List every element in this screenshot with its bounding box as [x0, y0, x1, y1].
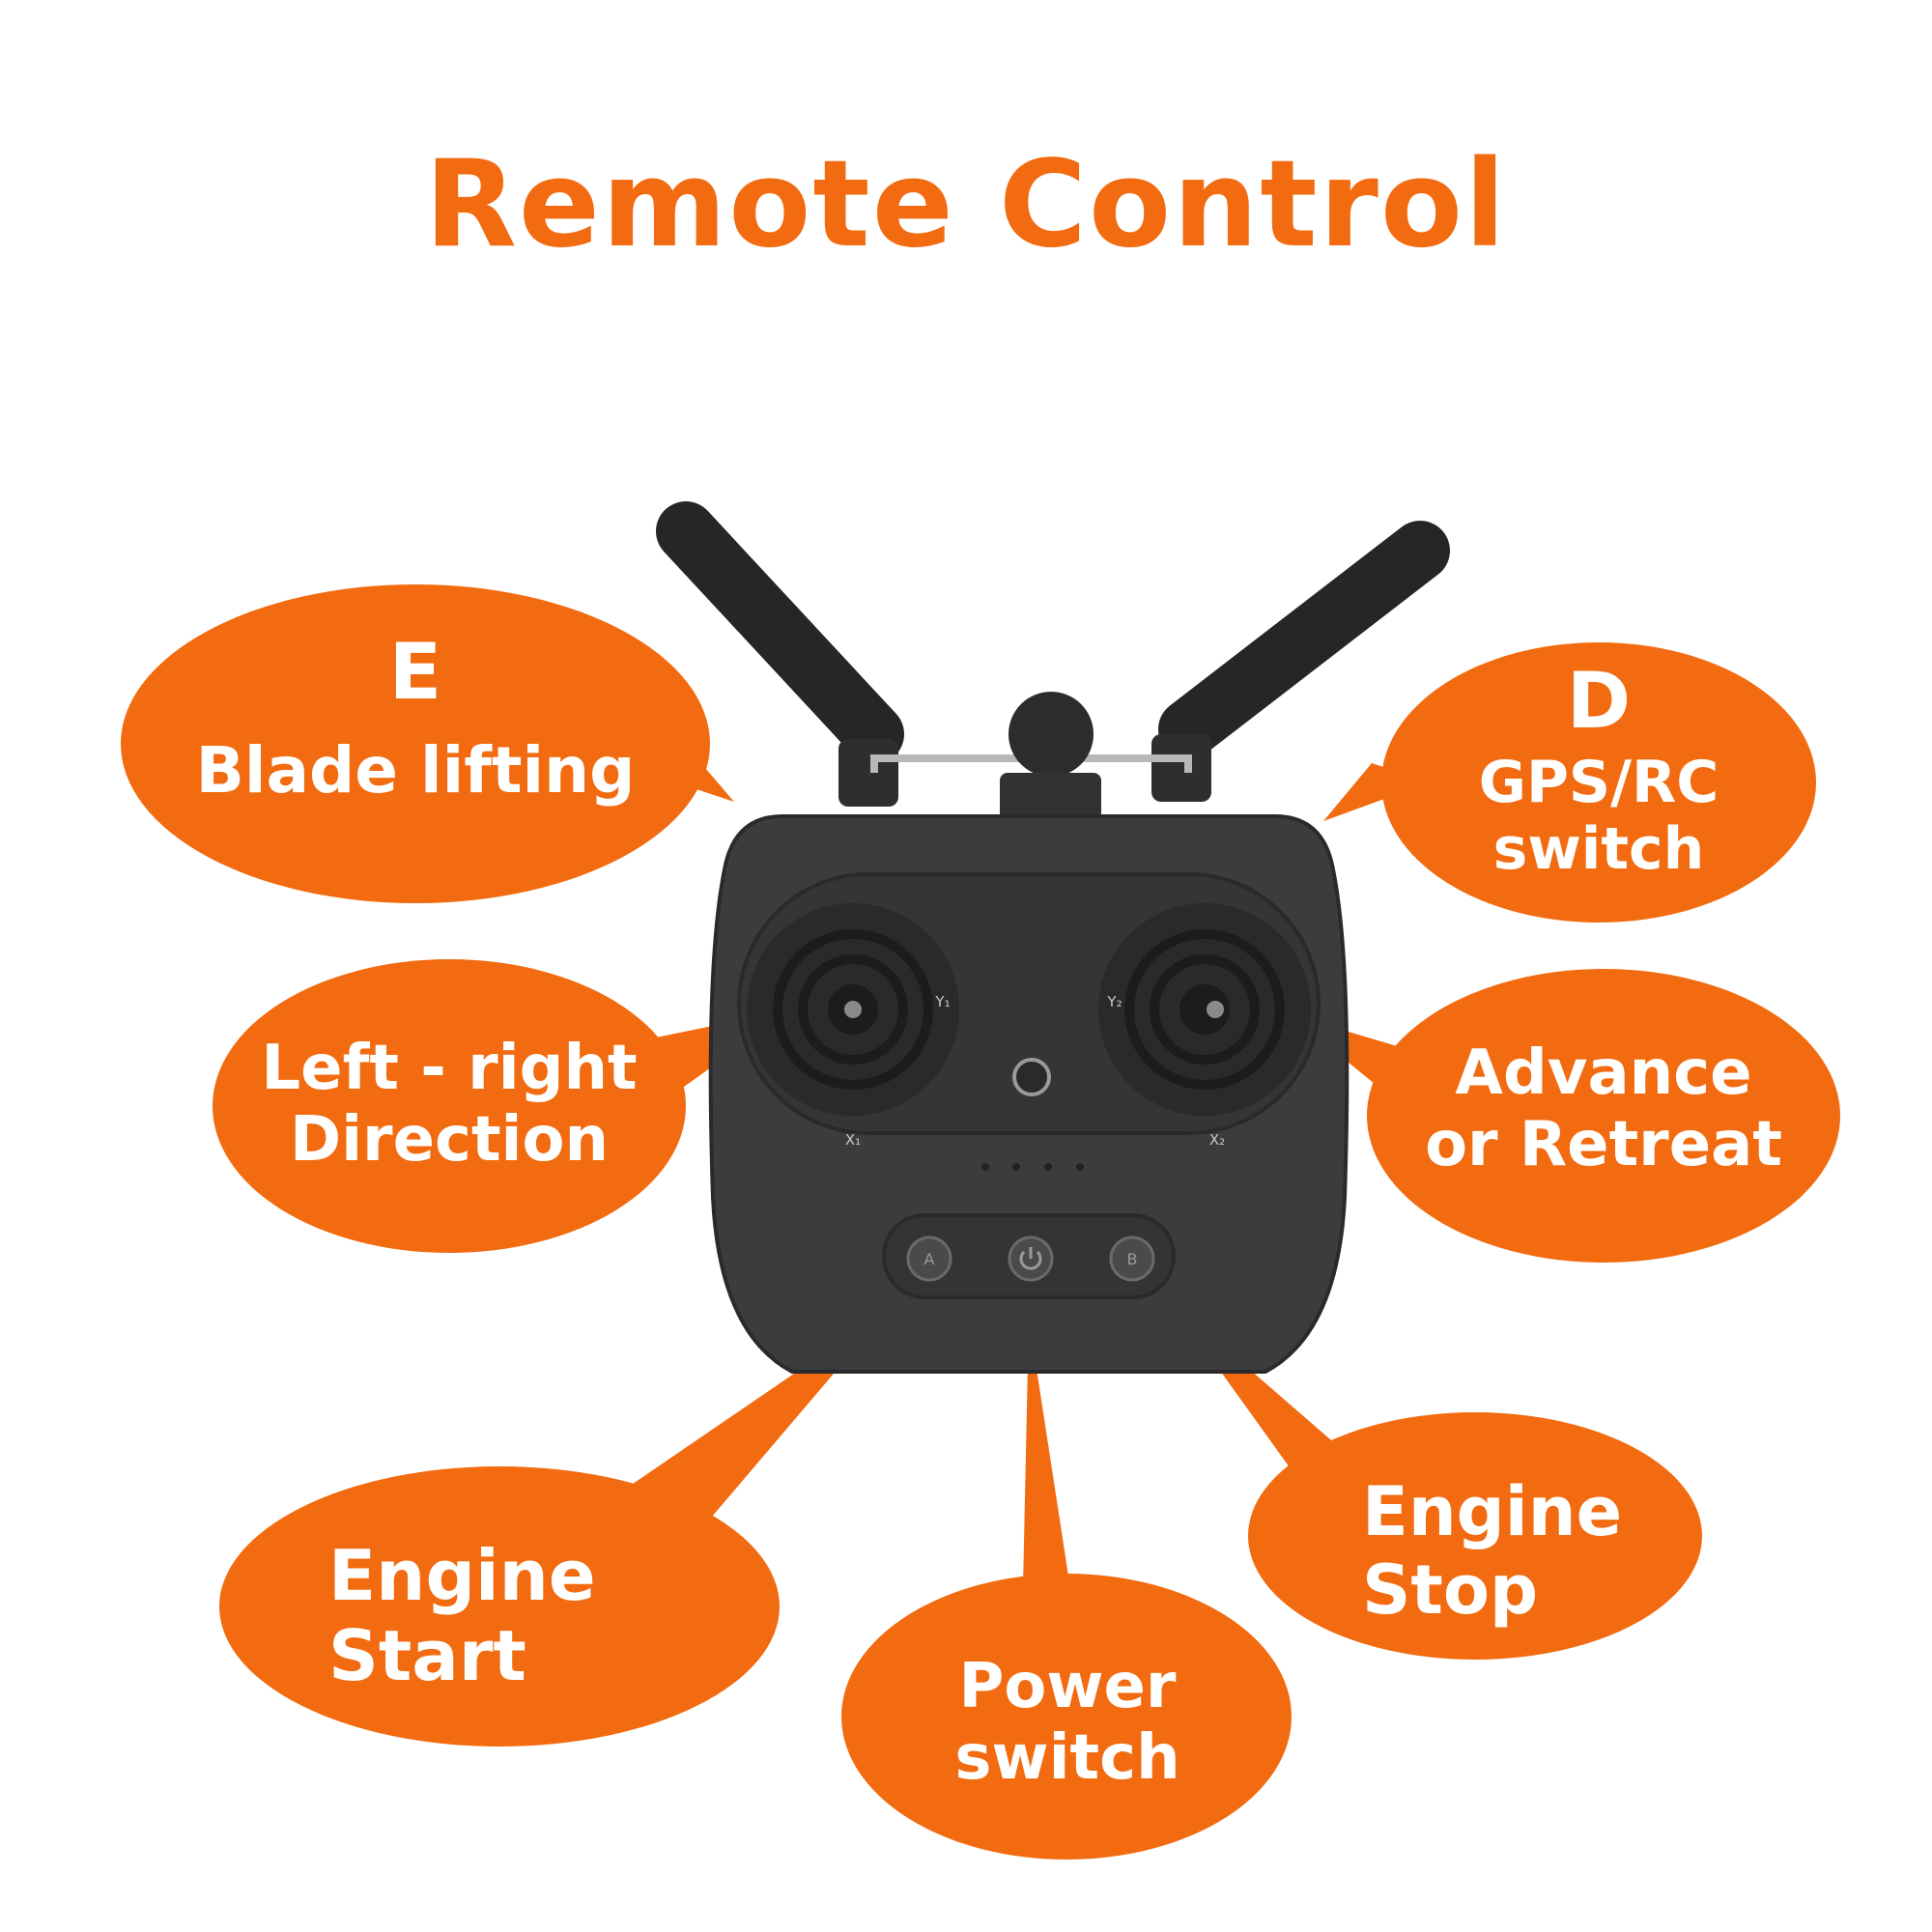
callout-left-stick-line1: Left - right [261, 1033, 638, 1104]
left-antenna [656, 501, 904, 807]
right-x-label: X₂ [1209, 1131, 1225, 1149]
callout-engine-start: Engine Start [328, 1536, 696, 1696]
callout-power-line2: switch [954, 1721, 1180, 1794]
bubble-engine-stop [1248, 1412, 1702, 1660]
right-joystick[interactable] [1098, 903, 1311, 1116]
callout-e: E Blade lifting [126, 628, 705, 808]
callout-e-letter: E [388, 627, 442, 717]
callout-engine-stop-line1: Engine [1362, 1472, 1623, 1551]
left-x-label: X₁ [845, 1131, 861, 1149]
callout-d: D GPS/RC switch [1381, 657, 1816, 883]
engine-start-button[interactable]: A [906, 1236, 952, 1282]
button-b-label: B [1127, 1250, 1138, 1268]
callout-right-stick: Advance or Retreat [1386, 1037, 1821, 1180]
power-button[interactable] [1008, 1236, 1054, 1282]
engine-stop-button[interactable]: B [1109, 1236, 1155, 1282]
page-title: Remote Control [424, 135, 1508, 274]
indicator-dots [981, 1163, 1084, 1171]
bubble-engine-start [219, 1466, 780, 1747]
pointer-power [1022, 1319, 1077, 1633]
power-icon [1019, 1247, 1042, 1270]
callout-engine-start-line1: Engine [328, 1535, 596, 1616]
callout-e-label: Blade lifting [195, 733, 636, 808]
axis-markings: Y₁ Y₂ X₁ X₂ [845, 993, 1225, 1149]
remote-controller: Y₁ Y₂ X₁ X₂ A [656, 501, 1450, 1374]
callout-d-line2: switch [1492, 815, 1705, 883]
callout-right-stick-line1: Advance [1455, 1037, 1752, 1109]
callout-d-line1: GPS/RC [1478, 749, 1719, 816]
left-joystick[interactable] [747, 903, 959, 1116]
callout-right-stick-line2: or Retreat [1425, 1108, 1782, 1180]
bubble-left-stick [213, 959, 686, 1253]
callout-engine-start-line2: Start [328, 1614, 526, 1696]
center-screw [1012, 1058, 1051, 1096]
callout-d-letter: D [1566, 656, 1632, 746]
left-y-label: Y₁ [934, 993, 950, 1010]
callout-engine-stop-line2: Stop [1362, 1549, 1539, 1630]
callout-power: Power switch [850, 1651, 1285, 1794]
right-antenna [1151, 521, 1450, 802]
top-knob[interactable] [1009, 692, 1094, 777]
bubble-power [841, 1574, 1292, 1860]
bubble-e [121, 584, 710, 903]
bubble-right-stick [1367, 969, 1840, 1263]
bubble-d [1381, 642, 1816, 923]
callout-bubbles [121, 584, 1840, 1860]
callout-engine-stop: Engine Stop [1362, 1473, 1671, 1629]
callout-left-stick-line2: Direction [289, 1103, 610, 1176]
button-a-label: A [924, 1250, 935, 1268]
callout-power-line1: Power [958, 1651, 1177, 1722]
right-y-label: Y₂ [1106, 993, 1122, 1010]
callout-left-stick: Left - right Direction [232, 1033, 667, 1176]
